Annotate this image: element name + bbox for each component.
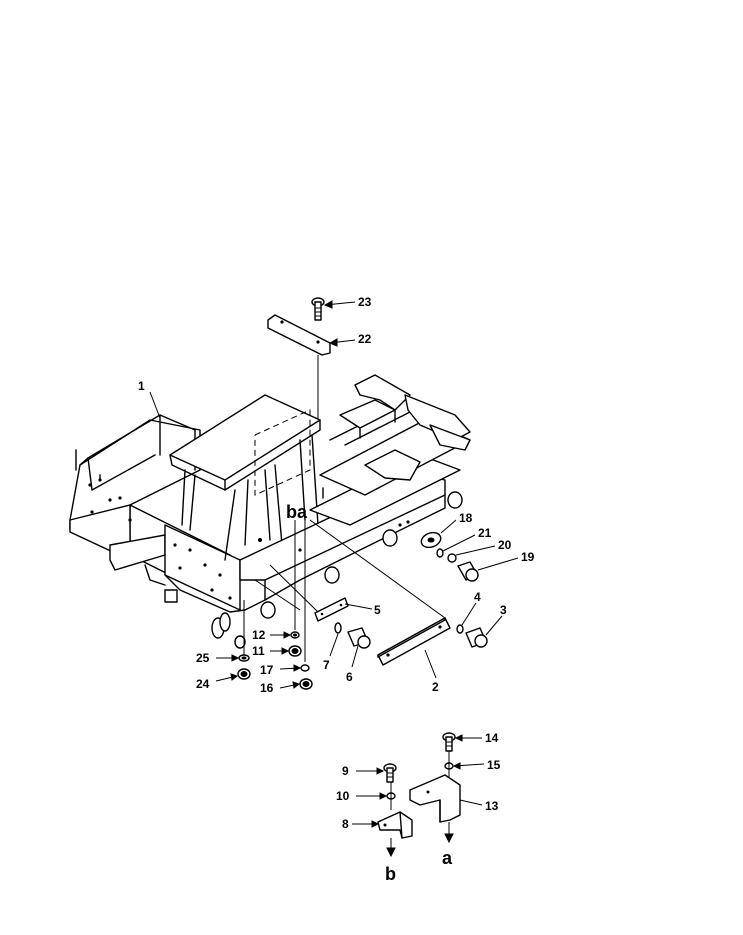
label-24: 24: [196, 677, 210, 691]
bolt-23: [311, 297, 325, 321]
label-20: 20: [498, 538, 512, 552]
bracket-13: [409, 774, 461, 823]
bracket-8: [377, 811, 413, 839]
panel-rivets: [88, 478, 232, 600]
ref-label-a: a: [442, 848, 453, 868]
label-16: 16: [260, 681, 274, 695]
label-8: 8: [342, 817, 349, 831]
bolt-3: [465, 627, 488, 648]
nut-16: [299, 678, 313, 690]
label-4: 4: [474, 590, 481, 604]
nut-24: [237, 668, 251, 680]
label-22: 22: [358, 332, 372, 346]
cover-5: [314, 597, 349, 622]
label-25: 25: [196, 651, 210, 665]
label-5: 5: [374, 603, 381, 617]
label-19: 19: [521, 550, 535, 564]
washer-7: [334, 622, 342, 634]
washer-17: [300, 664, 310, 672]
label-15: 15: [487, 758, 501, 772]
washer-12: [290, 631, 300, 639]
label-6: 6: [346, 670, 353, 684]
cup-18: [420, 531, 442, 549]
label-12: 12: [252, 628, 266, 642]
washer-25: [238, 654, 250, 662]
bolt-19: [457, 561, 479, 582]
bolt-14: [442, 732, 456, 752]
label-17: 17: [260, 663, 274, 677]
ref-label-ba: ba: [286, 502, 308, 522]
label-10: 10: [336, 789, 350, 803]
label-13: 13: [485, 799, 499, 813]
label-21: 21: [478, 526, 492, 540]
label-3: 3: [500, 603, 507, 617]
ref-label-b: b: [385, 864, 396, 884]
label-18: 18: [459, 511, 473, 525]
bolt-6: [347, 627, 371, 649]
label-7: 7: [323, 658, 330, 672]
label-9: 9: [342, 764, 349, 778]
washer-21: [436, 548, 444, 558]
main-frame: [69, 355, 471, 649]
washer-4: [456, 624, 464, 634]
bolt-9: [383, 763, 397, 783]
label-23: 23: [358, 295, 372, 309]
label-14: 14: [485, 731, 499, 745]
label-2: 2: [432, 680, 439, 694]
plate-22: [267, 314, 331, 356]
plate-2: [377, 617, 451, 666]
nut-11: [288, 645, 302, 657]
washer-20: [447, 553, 457, 563]
label-1: 1: [138, 379, 145, 393]
label-11: 11: [252, 644, 265, 658]
callouts: 1 23 22 18 21 20 19 4 3 5 2 7: [138, 295, 535, 884]
